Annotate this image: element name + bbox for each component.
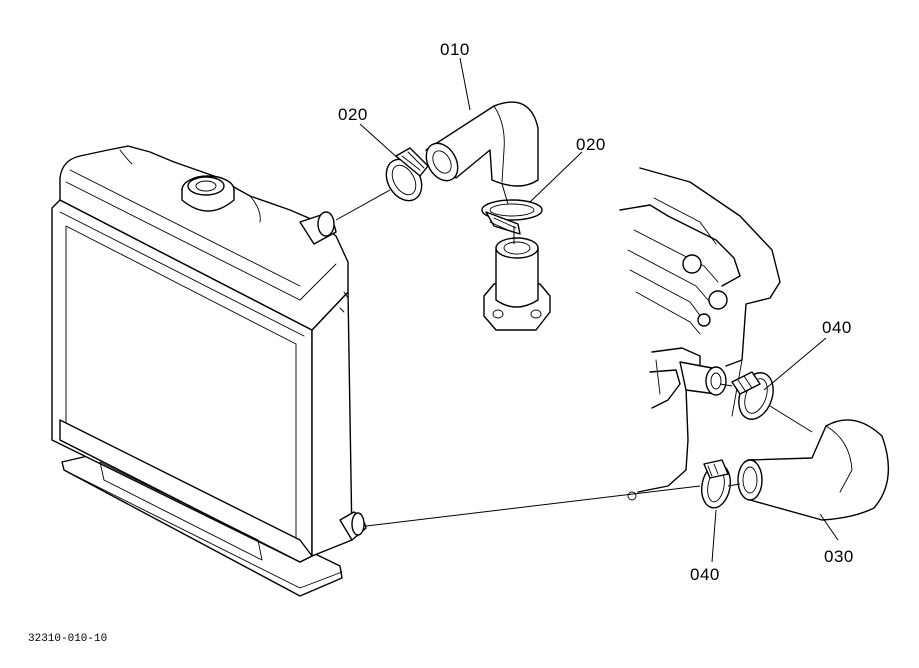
radiator [51, 145, 367, 597]
hose-clamp-040-right [731, 371, 774, 420]
callout-040-left: 040 [690, 565, 720, 584]
callouts: 010 020 020 040 040 030 [338, 40, 854, 584]
leader-040-left [711, 509, 717, 563]
callout-010: 010 [440, 40, 470, 59]
upper-hose [425, 101, 539, 187]
engine-block [619, 167, 781, 501]
assembly-lines [335, 183, 813, 527]
callout-040-right: 040 [822, 318, 852, 337]
leader-040-right [763, 337, 827, 391]
leader-010 [459, 57, 471, 111]
callout-020-left: 020 [338, 105, 368, 124]
callout-020-right: 020 [576, 135, 606, 154]
leader-020-left [359, 123, 401, 161]
lower-hose [737, 419, 890, 521]
leader-030 [819, 513, 839, 541]
drawing-number: 32310-010-10 [28, 633, 107, 645]
thermostat-housing [483, 237, 551, 331]
hose-clamp-020-left [385, 147, 429, 202]
callout-030: 030 [824, 547, 854, 566]
leader-020-right [529, 151, 583, 203]
hose-clamp-040-left [700, 459, 732, 509]
hose-clamp-020-right [481, 199, 543, 235]
